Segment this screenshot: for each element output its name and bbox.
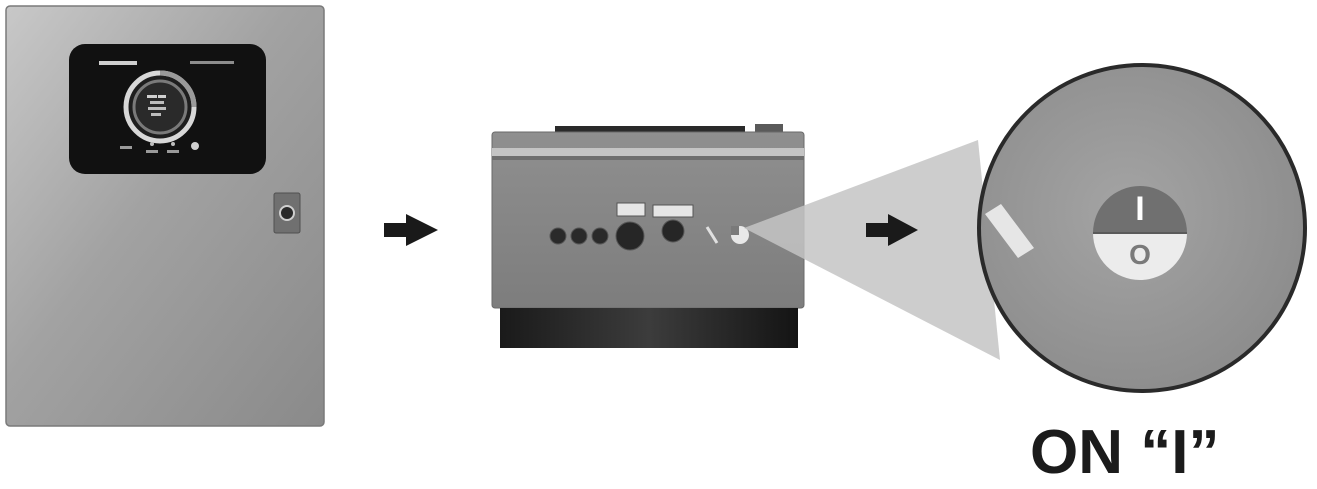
power-switch-icon <box>731 226 749 244</box>
arrow-right-icon <box>866 214 918 246</box>
on-position-label: ON “I” <box>1030 418 1220 487</box>
switch-off-mark: O <box>1129 239 1151 270</box>
cabinet-lock-icon <box>273 192 301 234</box>
connector-port-3 <box>591 227 609 245</box>
connector-port-1 <box>549 227 567 245</box>
switch-on-mark: I <box>1135 190 1144 228</box>
connector-port-5 <box>661 219 685 243</box>
magnifier-circle-icon: I O <box>977 63 1307 393</box>
rocker-switch <box>1093 186 1187 280</box>
zoom-beam <box>744 140 1000 360</box>
control-unit-side-view <box>491 124 805 348</box>
control-cabinet <box>5 5 325 427</box>
connector-port-4 <box>615 221 645 251</box>
unit-base <box>500 308 798 348</box>
dial-icon <box>123 70 197 144</box>
connector-port-2 <box>570 227 588 245</box>
arrow-right-icon <box>384 214 438 246</box>
